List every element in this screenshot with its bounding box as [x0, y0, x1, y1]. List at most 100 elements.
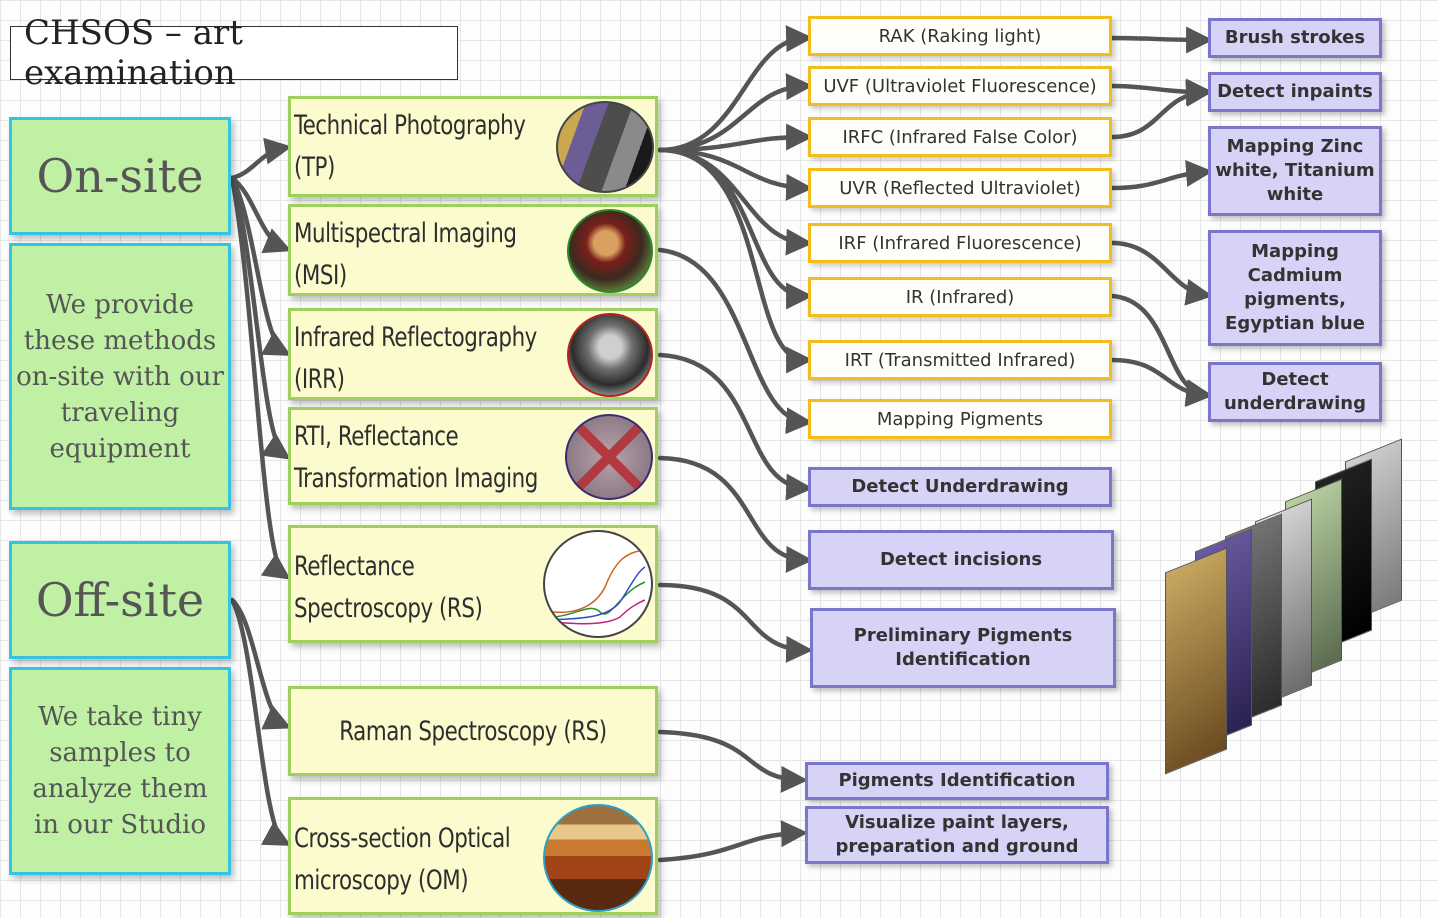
technique-label: IRT (Transmitted Infrared): [844, 349, 1076, 371]
offsite-description: We take tiny samples to analyze them in …: [32, 702, 208, 840]
arrow-irr-underdrawing: [657, 352, 814, 501]
arrow-uvf-inpaints: [1109, 78, 1214, 106]
method-line1: RTI, Reflectance: [294, 421, 459, 452]
method-line1: Infrared Reflectography: [294, 322, 537, 353]
result-label: Visualize paint layers, preparation and …: [835, 812, 1079, 857]
arrow-tp-rak: [657, 25, 814, 153]
method-label: Raman Spectroscopy (RS): [313, 711, 633, 753]
result-label: Preliminary Pigments Identification: [853, 625, 1073, 670]
outcome-mapping-zinc: Mapping Zinc white, Titanium white: [1208, 126, 1382, 216]
arrow-irfc-inpaints: [1109, 79, 1214, 140]
method-label: Cross-section Optical microscopy (OM): [294, 818, 511, 902]
arrow-onsite-rs: [229, 175, 291, 580]
technique-label: Mapping Pigments: [876, 408, 1044, 430]
method-rti: RTI, Reflectance Transformation Imaging: [288, 407, 658, 505]
method-line2: microscopy (OM): [294, 865, 469, 896]
stacked-multispectral-images: [1160, 438, 1410, 810]
outcome-label: Detect inpaints: [1217, 81, 1373, 102]
method-line1: Cross-section Optical: [294, 823, 511, 854]
result-label: Detect Underdrawing: [851, 476, 1069, 497]
offsite-heading: Off-site: [35, 573, 205, 627]
arrow-onsite-tp: [229, 137, 292, 181]
arrow-om-visualize: [657, 820, 809, 863]
technique-irfc: IRFC (Infrared False Color): [808, 117, 1112, 157]
outcome-label: Detect underdrawing: [1223, 369, 1366, 414]
arrow-tp-uvr: [657, 147, 814, 201]
technique-label: IRFC (Infrared False Color): [842, 126, 1078, 148]
rs-spectrum-thumbnail: [543, 530, 653, 638]
method-line1: Reflectance: [294, 551, 415, 582]
technique-irf: IRF (Infrared Fluorescence): [808, 223, 1112, 263]
arrow-tp-irf: [657, 147, 814, 256]
method-line2: Spectroscopy (RS): [294, 593, 483, 624]
outcome-detect-inpaints: Detect inpaints: [1208, 72, 1382, 112]
method-label: Infrared Reflectography (IRR): [294, 317, 537, 401]
arrow-tp-uvf: [657, 73, 814, 153]
method-line2: Transformation Imaging: [294, 463, 538, 494]
arrow-msi-mapping: [657, 247, 814, 435]
arrow-offsite-om: [229, 597, 292, 846]
stack-layer-visible: [1165, 547, 1227, 775]
result-visualize-layers: Visualize paint layers, preparation and …: [805, 806, 1109, 864]
technique-label: IR (Infrared): [905, 286, 1015, 308]
offsite-description-box: We take tiny samples to analyze them in …: [9, 667, 231, 875]
arrow-tp-irfc: [657, 123, 814, 153]
technique-uvr: UVR (Reflected Ultraviolet): [808, 168, 1112, 208]
method-line2: (MSI): [294, 260, 347, 291]
outcome-detect-underdrawing: Detect underdrawing: [1208, 362, 1382, 422]
technique-label: UVF (Ultraviolet Fluorescence): [823, 75, 1097, 97]
method-line1: Technical Photography: [294, 110, 526, 141]
technique-irt: IRT (Transmitted Infrared): [808, 340, 1112, 380]
method-infrared-reflectography: Infrared Reflectography (IRR): [288, 308, 658, 400]
outcome-brush-strokes: Brush strokes: [1208, 18, 1382, 58]
outcome-label: Mapping Zinc white, Titanium white: [1215, 136, 1375, 205]
technique-label: IRF (Infrared Fluorescence): [838, 232, 1082, 254]
om-thumbnail-image: [543, 804, 653, 912]
arrow-rs-prelim: [657, 582, 814, 663]
method-label: Multispectral Imaging (MSI): [294, 213, 517, 297]
arrow-irf-cadmium: [1109, 240, 1214, 306]
arrow-ir-underdrawing: [1109, 293, 1214, 407]
method-reflectance-spectroscopy: Reflectance Spectroscopy (RS): [288, 525, 658, 643]
technique-ir: IR (Infrared): [808, 277, 1112, 317]
diagram-title: CHSOS – art examination: [10, 13, 458, 93]
irr-thumbnail-image: [567, 313, 653, 397]
onsite-description-box: We provide these methods on-site with ou…: [9, 243, 231, 510]
technique-label: UVR (Reflected Ultraviolet): [839, 177, 1081, 199]
outcome-mapping-cadmium: Mapping Cadmium pigments, Egyptian blue: [1208, 230, 1382, 346]
arrow-uvr-zinc: [1109, 159, 1214, 191]
arrow-rti-incisions: [657, 455, 814, 573]
result-label: Pigments Identification: [838, 770, 1076, 791]
outcome-label: Brush strokes: [1224, 27, 1366, 48]
method-label: RTI, Reflectance Transformation Imaging: [294, 416, 538, 500]
method-line2: (TP): [294, 152, 335, 183]
technique-uvf: UVF (Ultraviolet Fluorescence): [808, 66, 1112, 106]
method-cross-section-om: Cross-section Optical microscopy (OM): [288, 797, 658, 915]
technique-mapping-pigments: Mapping Pigments: [808, 399, 1112, 439]
technique-label: RAK (Raking light): [878, 25, 1042, 47]
spectrum-lines-icon: [552, 549, 646, 625]
msi-thumbnail-image: [567, 209, 653, 293]
tp-thumbnail-image: [556, 101, 654, 193]
offsite-heading-box: Off-site: [9, 541, 231, 659]
method-label: Reflectance Spectroscopy (RS): [294, 546, 483, 630]
arrow-onsite-msi: [229, 175, 292, 254]
method-line1: Multispectral Imaging: [294, 218, 517, 249]
arrow-tp-irt: [657, 147, 814, 374]
method-line1: Raman Spectroscopy (RS): [339, 716, 607, 747]
arrow-offsite-raman: [229, 597, 292, 730]
arrow-onsite-rti: [229, 175, 291, 460]
method-raman-spectroscopy: Raman Spectroscopy (RS): [288, 686, 658, 776]
arrow-onsite-irr: [229, 175, 292, 356]
onsite-description: We provide these methods on-site with ou…: [16, 289, 224, 464]
method-technical-photography: Technical Photography (TP): [288, 96, 658, 197]
arrow-rak-brush: [1109, 26, 1214, 54]
technique-rak: RAK (Raking light): [808, 16, 1112, 56]
method-line2: (IRR): [294, 364, 345, 395]
arrow-irt-underdrawing: [1109, 357, 1214, 408]
arrow-raman-pigid: [657, 729, 809, 793]
result-preliminary-pigments: Preliminary Pigments Identification: [810, 608, 1116, 688]
onsite-heading-box: On-site: [9, 117, 231, 235]
rti-thumbnail-image: [565, 414, 653, 500]
method-multispectral-imaging: Multispectral Imaging (MSI): [288, 204, 658, 296]
